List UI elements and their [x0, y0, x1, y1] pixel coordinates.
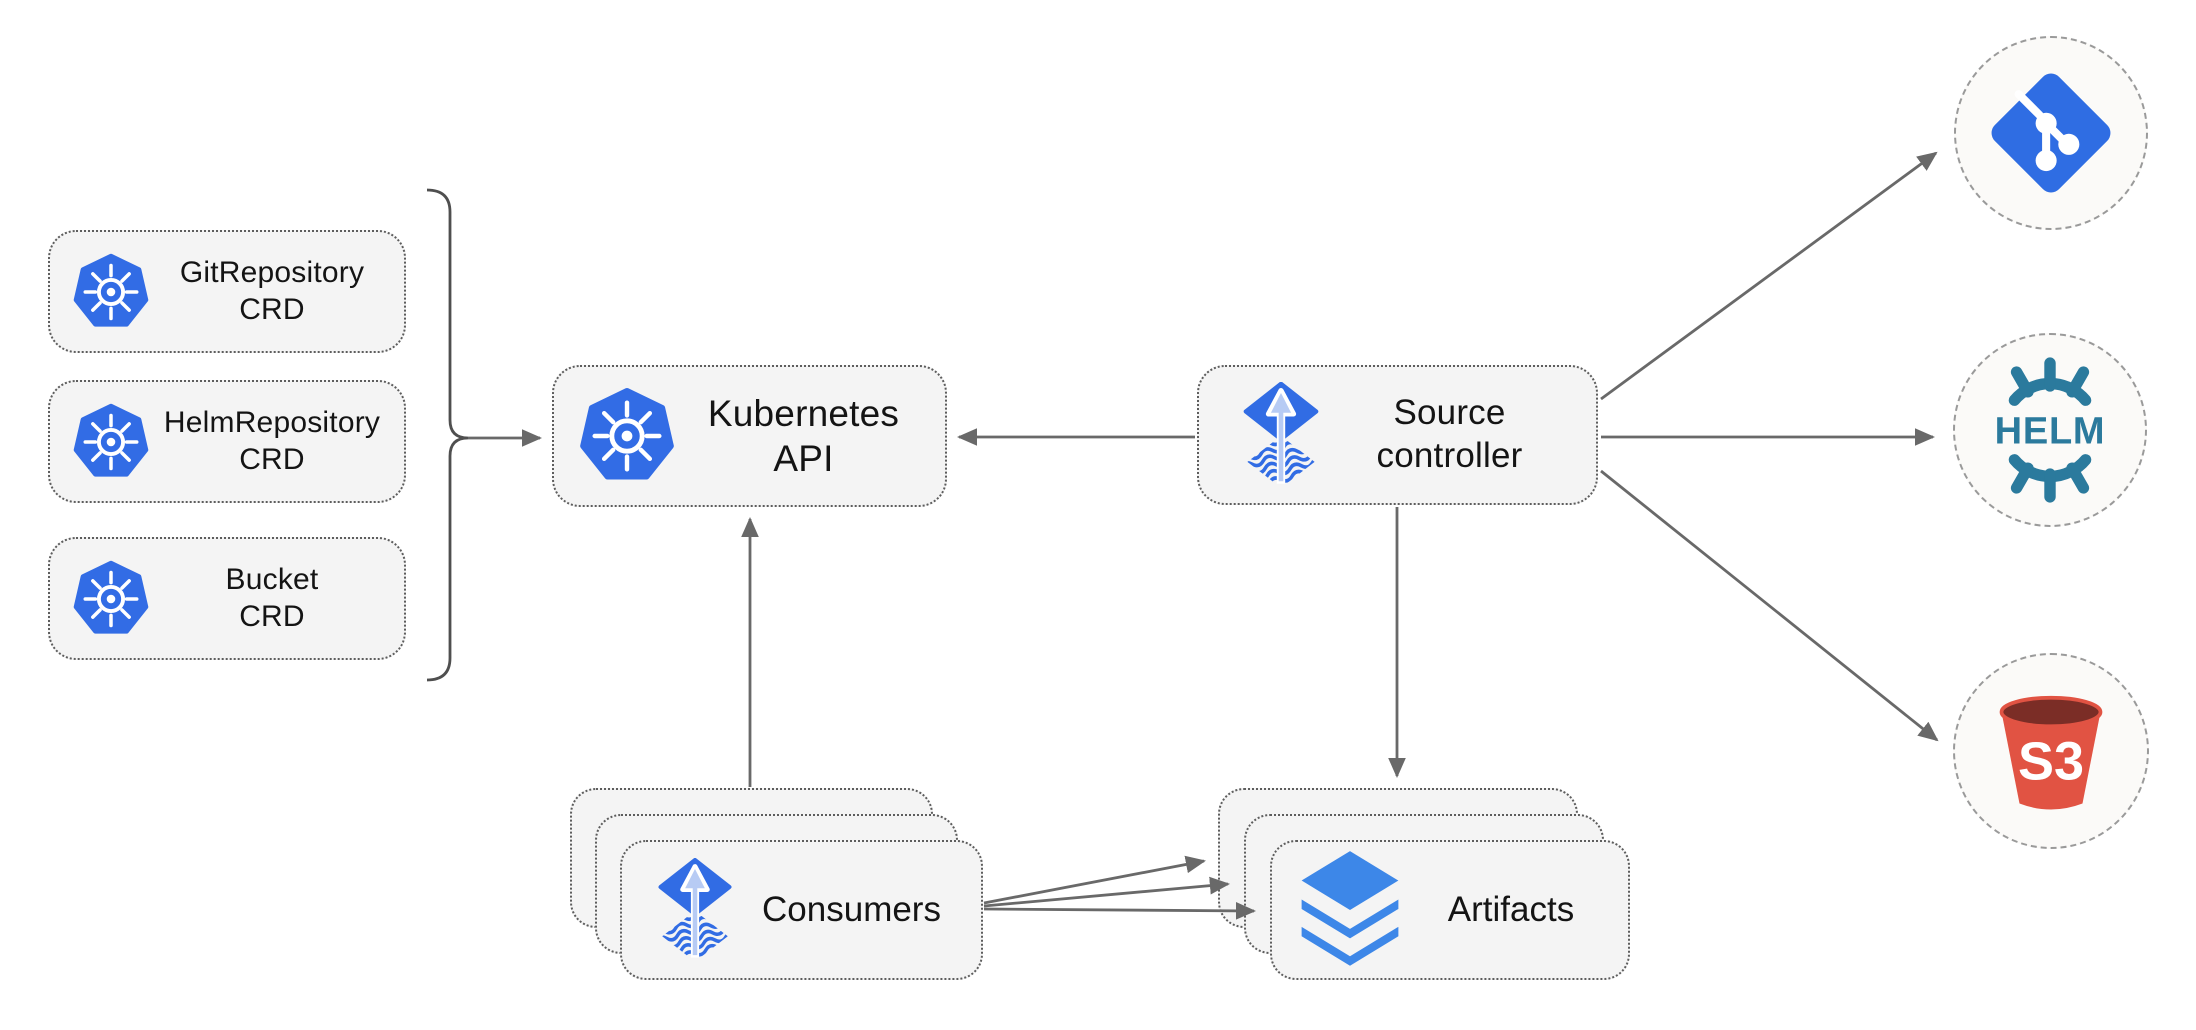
- arrow-source-controller-to-s3: [1600, 469, 1939, 742]
- gitrepository-crd-node: GitRepository CRD: [48, 230, 406, 353]
- gitrepository-crd-label: GitRepository CRD: [179, 255, 365, 326]
- helmrepository-crd-node: HelmRepository CRD: [48, 380, 406, 503]
- crd-grouping-brace: [426, 188, 469, 682]
- s3-source-node: S3: [1953, 653, 2149, 849]
- helm-source-node: HELM: [1953, 333, 2147, 527]
- kubernetes-icon: [578, 387, 676, 485]
- git-source-node: [1954, 36, 2148, 230]
- kubernetes-api-node: Kubernetes API: [552, 365, 947, 507]
- arrow-consumers-to-artifacts-2: [983, 876, 1231, 908]
- artifacts-label: Artifacts: [1447, 890, 1575, 929]
- s3-logo-text: S3: [2018, 732, 2084, 792]
- bucket-crd-node: Bucket CRD: [48, 537, 406, 660]
- source-controller-node: Source controller: [1197, 365, 1598, 505]
- kubernetes-icon: [72, 253, 150, 331]
- git-branch-icon: [1991, 73, 2111, 193]
- source-controller-label: Source controller: [1376, 393, 1523, 475]
- helmrepository-crd-label: HelmRepository CRD: [163, 405, 381, 476]
- consumers-node: Consumers: [620, 840, 983, 980]
- flux-icon: [654, 858, 736, 962]
- s3-bucket-icon: S3: [1999, 695, 2103, 810]
- arrow-consumers-to-artifacts-1: [983, 855, 1206, 905]
- consumers-label: Consumers: [762, 890, 941, 929]
- bucket-crd-label: Bucket CRD: [225, 562, 319, 633]
- layers-icon: [1301, 851, 1399, 966]
- helm-wheel-icon: HELM: [1995, 357, 2106, 503]
- kubernetes-api-label: Kubernetes API: [707, 392, 900, 479]
- flux-icon: [1239, 382, 1323, 488]
- helm-logo-text: HELM: [1995, 411, 2106, 453]
- arrow-source-controller-to-git: [1600, 151, 1938, 401]
- artifacts-node: Artifacts: [1270, 840, 1630, 980]
- kubernetes-icon: [72, 403, 150, 481]
- arrow-consumers-to-artifacts-3: [983, 901, 1257, 920]
- kubernetes-icon: [72, 560, 150, 638]
